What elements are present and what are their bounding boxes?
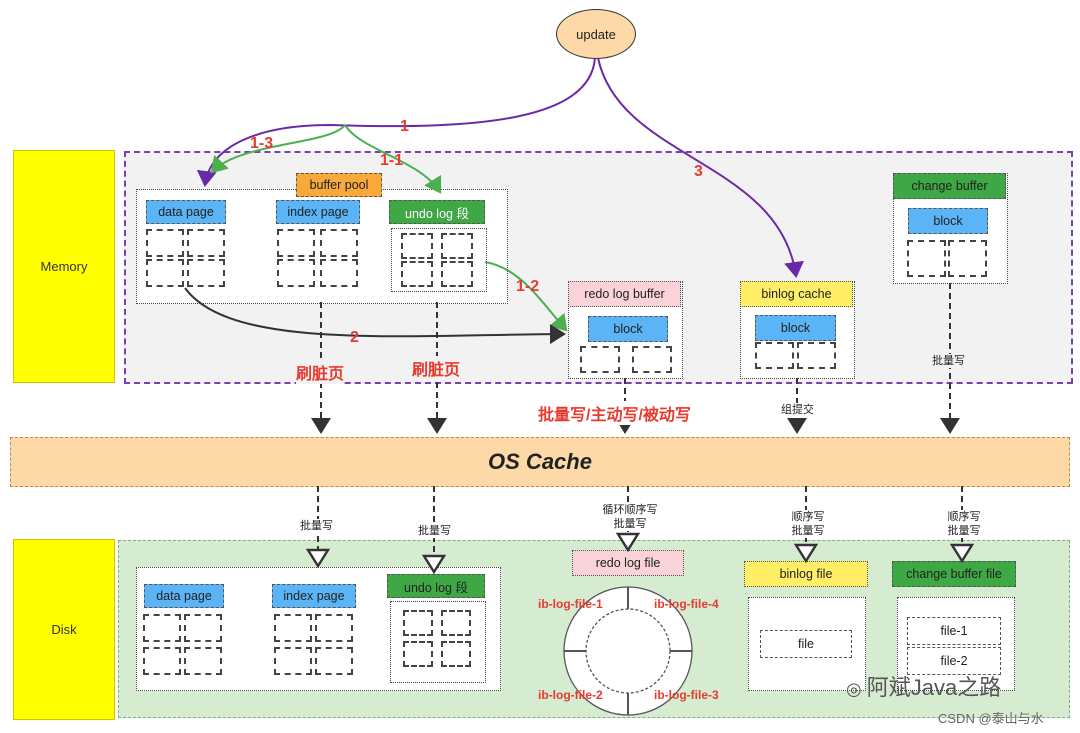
step-1-label: 1 xyxy=(400,118,409,135)
redo-cycle-label: 循环顺序写批量写 xyxy=(600,503,660,531)
step-1-2-label: 1-2 xyxy=(516,278,540,295)
arrow-step-1-1 xyxy=(344,124,442,194)
update-node: update xyxy=(556,9,636,59)
arrow-step-1-2 xyxy=(484,261,568,332)
disk-index-cell xyxy=(315,647,353,675)
binlog-cell xyxy=(755,342,794,369)
ib-log-file-4: ib-log-file-4 xyxy=(654,597,719,611)
disk-data-cell xyxy=(143,647,181,675)
redo-log-file-label: redo log file xyxy=(572,550,684,576)
change-block: block xyxy=(908,208,988,234)
arrow-step-1-3 xyxy=(210,124,346,174)
mem-index-cell xyxy=(277,229,315,257)
step-2-label: 2 xyxy=(350,329,359,346)
flush-dirty-label-1: 刷脏页 xyxy=(296,360,345,384)
mem-undo-cell xyxy=(441,233,473,259)
change-cell xyxy=(907,240,946,277)
mem-index-page-label: index page xyxy=(276,200,360,224)
mem-undo-cell xyxy=(441,261,473,287)
mem-index-cell xyxy=(320,229,358,257)
arrow-step-2 xyxy=(184,287,566,345)
mem-index-cell xyxy=(320,259,358,287)
mem-undo-cell xyxy=(401,233,433,259)
mem-undo-log-label: undo log 段 xyxy=(389,200,485,224)
disk-index-cell xyxy=(274,647,312,675)
ib-log-file-3: ib-log-file-3 xyxy=(654,688,719,702)
disk-data-cell xyxy=(184,647,222,675)
buffer-pool-label: buffer pool xyxy=(296,173,382,197)
disk-batch-label-2: 批量写 xyxy=(418,524,451,538)
redo-block: block xyxy=(588,316,668,342)
change-buffer-label: change buffer xyxy=(893,173,1006,199)
ib-log-file-1: ib-log-file-1 xyxy=(538,597,603,611)
watermark-brand: ◎ 阿斌Java之路 xyxy=(846,675,1002,700)
binlog-seq-label: 顺序写批量写 xyxy=(786,510,830,538)
change-seq-label: 顺序写批量写 xyxy=(942,510,986,538)
wechat-icon: ◎ xyxy=(846,679,867,699)
mem-data-cell xyxy=(187,229,225,257)
mem-data-cell xyxy=(187,259,225,287)
disk-index-cell xyxy=(315,614,353,642)
disk-undo-cell xyxy=(403,610,433,636)
watermark-csdn: CSDN @泰山与水 xyxy=(938,711,1044,726)
mem-data-cell xyxy=(146,259,184,287)
disk-label: Disk xyxy=(13,539,115,720)
change-file-2: file-2 xyxy=(907,647,1001,675)
change-file-1: file-1 xyxy=(907,617,1001,645)
disk-undo-log-label: undo log 段 xyxy=(387,574,485,598)
redo-log-buffer-label: redo log buffer xyxy=(568,281,681,307)
mem-data-cell xyxy=(146,229,184,257)
step-1-3-label: 1-3 xyxy=(250,135,274,152)
redo-ring-inner xyxy=(585,608,671,694)
mem-data-page-label: data page xyxy=(146,200,226,224)
disk-undo-cell xyxy=(441,610,471,636)
disk-data-page-label: data page xyxy=(144,584,224,608)
mem-undo-cell xyxy=(401,261,433,287)
change-batch-label: 批量写 xyxy=(932,354,965,368)
disk-index-cell xyxy=(274,614,312,642)
arrow-step-3 xyxy=(597,57,804,278)
mem-index-cell xyxy=(277,259,315,287)
change-cell xyxy=(948,240,987,277)
binlog-cell xyxy=(797,342,836,369)
group-commit-label: 组提交 xyxy=(781,403,814,417)
binlog-file-entry: file xyxy=(760,630,852,658)
redo-cell xyxy=(632,346,672,373)
disk-data-cell xyxy=(184,614,222,642)
memory-label: Memory xyxy=(13,150,115,383)
step-3-label: 3 xyxy=(694,163,703,180)
redo-cell xyxy=(580,346,620,373)
redo-write-label: 批量写/主动写/被动写 xyxy=(538,401,691,425)
disk-data-cell xyxy=(143,614,181,642)
disk-index-page-label: index page xyxy=(272,584,356,608)
os-cache: OS Cache xyxy=(10,437,1070,487)
disk-batch-label-1: 批量写 xyxy=(300,519,333,533)
binlog-block: block xyxy=(755,315,836,341)
flush-dirty-label-2: 刷脏页 xyxy=(412,356,461,380)
step-1-1-label: 1-1 xyxy=(380,152,404,169)
disk-undo-cell xyxy=(441,641,471,667)
disk-undo-cell xyxy=(403,641,433,667)
binlog-cache-label: binlog cache xyxy=(740,281,853,307)
ib-log-file-2: ib-log-file-2 xyxy=(538,688,603,702)
arrow-step-1 xyxy=(196,57,596,187)
